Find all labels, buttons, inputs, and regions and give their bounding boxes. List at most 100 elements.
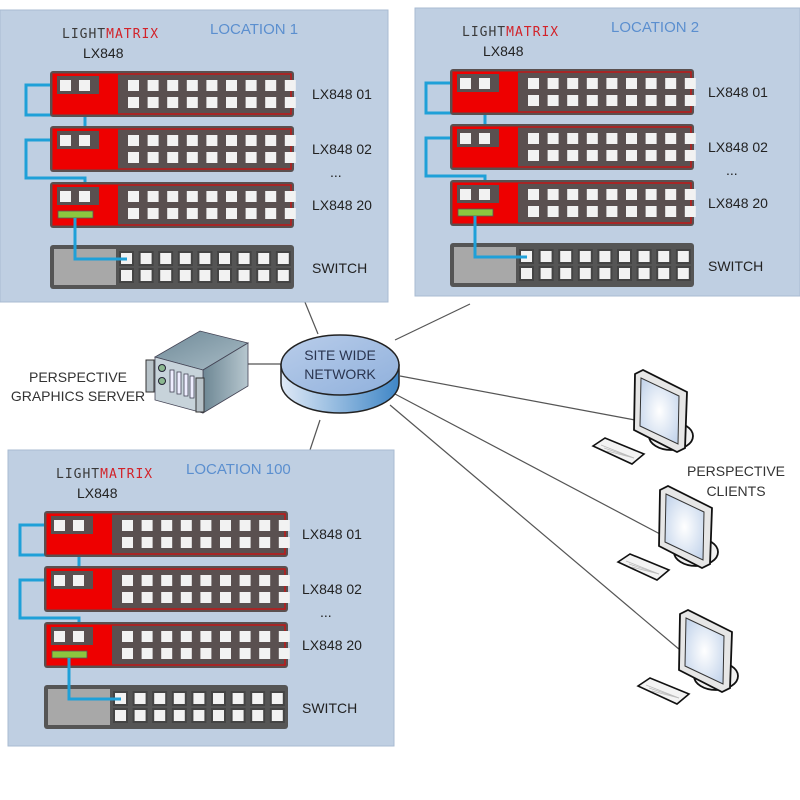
port xyxy=(645,78,657,89)
port xyxy=(265,135,277,146)
port xyxy=(665,95,677,106)
port xyxy=(560,251,572,262)
switch-uplink-cable xyxy=(473,216,527,259)
port xyxy=(179,253,191,264)
logo-matrix: MATRIX xyxy=(100,467,153,482)
port xyxy=(528,150,539,161)
port xyxy=(186,191,198,202)
port xyxy=(259,537,271,548)
port xyxy=(128,97,139,108)
link-client-1 xyxy=(399,375,636,421)
switch-uplink-cable xyxy=(73,218,127,261)
port xyxy=(586,189,598,200)
port xyxy=(645,95,657,106)
uplink-port-out xyxy=(79,135,90,146)
port xyxy=(206,152,218,163)
port xyxy=(626,95,637,106)
lx848-unit xyxy=(450,124,696,170)
port xyxy=(579,251,591,262)
port xyxy=(567,78,579,89)
port xyxy=(200,520,212,531)
model-label: LX848 xyxy=(77,485,118,501)
port xyxy=(560,268,572,279)
link-client-3 xyxy=(389,404,681,651)
port xyxy=(252,693,264,704)
port xyxy=(199,253,211,264)
uplink-port-out xyxy=(79,80,90,91)
port xyxy=(141,575,153,586)
switch-label: SWITCH xyxy=(312,260,367,276)
port xyxy=(122,592,133,603)
port xyxy=(122,520,133,531)
port xyxy=(547,95,559,106)
port xyxy=(239,537,251,548)
cable-segment xyxy=(24,83,87,140)
port xyxy=(239,575,251,586)
port xyxy=(284,135,296,146)
logo-light: LIGHT xyxy=(56,467,100,482)
port xyxy=(252,710,264,721)
port xyxy=(193,710,205,721)
port xyxy=(665,133,677,144)
perspective-clients xyxy=(591,368,739,705)
client-workstation xyxy=(616,484,719,581)
keyboard-icon xyxy=(616,553,671,581)
port xyxy=(586,95,598,106)
port xyxy=(645,189,657,200)
port xyxy=(245,208,257,219)
port xyxy=(528,78,539,89)
network-switch xyxy=(44,685,288,729)
port xyxy=(528,206,539,217)
port xyxy=(147,80,159,91)
device-label: LX848 01 xyxy=(312,86,372,102)
port xyxy=(134,710,146,721)
port xyxy=(161,520,173,531)
port xyxy=(200,537,212,548)
ellipsis-more-devices: ... xyxy=(320,604,332,620)
device-label: LX848 20 xyxy=(708,195,768,211)
port xyxy=(238,253,250,264)
port xyxy=(567,95,579,106)
port xyxy=(121,270,132,281)
lx848-unit xyxy=(450,180,696,226)
port xyxy=(141,648,153,659)
port xyxy=(547,150,559,161)
port xyxy=(259,520,271,531)
model-label: LX848 xyxy=(483,43,524,59)
port xyxy=(226,97,237,108)
device-label: LX848 20 xyxy=(302,637,362,653)
logo-matrix: MATRIX xyxy=(506,25,559,40)
port xyxy=(147,191,159,202)
lx848-unit xyxy=(44,566,290,612)
port xyxy=(193,693,205,704)
network-switch xyxy=(50,245,294,289)
uplink-port-in xyxy=(460,189,471,200)
keyboard-icon xyxy=(591,437,646,465)
port xyxy=(684,133,696,144)
port xyxy=(271,710,283,721)
port xyxy=(606,189,618,200)
port xyxy=(140,253,152,264)
port xyxy=(259,648,271,659)
port xyxy=(199,270,211,281)
port xyxy=(206,208,218,219)
port xyxy=(606,95,618,106)
monitor-icon xyxy=(658,484,719,570)
lightmatrix-logo: LIGHTMATRIX xyxy=(56,467,153,482)
link-led xyxy=(457,208,494,217)
port xyxy=(606,150,618,161)
lightmatrix-logo: LIGHTMATRIX xyxy=(62,27,159,42)
port xyxy=(161,575,173,586)
port xyxy=(219,253,230,264)
clients-label-line2: CLIENTS xyxy=(706,483,765,499)
uplink-port-in xyxy=(60,80,71,91)
port xyxy=(284,97,296,108)
uplink-port-in xyxy=(54,575,65,586)
port xyxy=(167,191,179,202)
port xyxy=(284,152,296,163)
port xyxy=(284,208,296,219)
ellipsis-more-devices: ... xyxy=(726,162,738,178)
port xyxy=(586,133,598,144)
port xyxy=(180,520,192,531)
port xyxy=(586,206,598,217)
